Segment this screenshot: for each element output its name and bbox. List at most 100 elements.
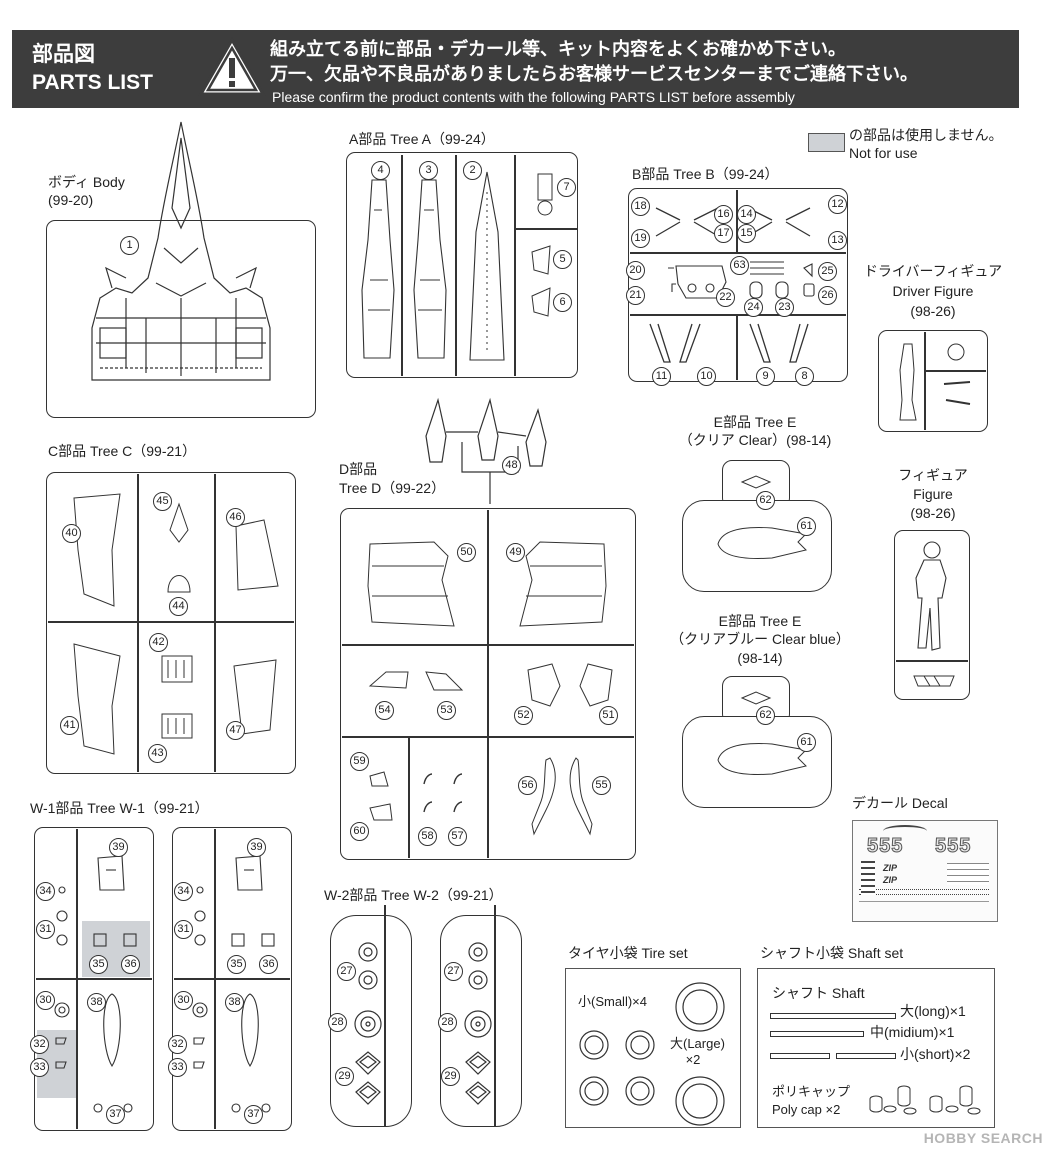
part-number: 60 [350, 822, 369, 841]
tire-large-label-1: 大(Large) [670, 1036, 725, 1051]
part-number: 58 [418, 827, 437, 846]
tree-b-struts [649, 323, 809, 363]
decal-stripe-text-2: ZIP [883, 875, 898, 885]
part-number: 62 [756, 491, 775, 510]
not-for-use-swatch [808, 133, 845, 152]
part-number: 28 [328, 1013, 347, 1032]
part-number: 17 [714, 224, 733, 243]
part-number: 35 [227, 955, 246, 974]
part-number: 48 [502, 456, 521, 475]
part-number: 21 [626, 286, 645, 305]
part-number: 46 [226, 508, 245, 527]
part-number: 36 [121, 955, 140, 974]
part-number: 50 [457, 543, 476, 562]
part-number: 34 [36, 882, 55, 901]
part-number: 29 [335, 1067, 354, 1086]
tire-large-label-2: ×2 [685, 1052, 701, 1067]
driver-figure-code: (98-26) [910, 303, 956, 319]
tree-c-part-40 [73, 493, 121, 607]
part-number: 2 [463, 161, 482, 180]
shaft-label: シャフト Shaft [772, 985, 865, 1001]
part-number: 51 [599, 706, 618, 725]
tree-a-part-3 [413, 179, 447, 359]
part-number: 41 [60, 716, 79, 735]
body-part-drawing [91, 121, 271, 381]
tree-d-parts-56-55 [531, 757, 593, 836]
part-number: 22 [716, 288, 735, 307]
part-number: 25 [818, 262, 837, 281]
tire-drawings [579, 982, 725, 1126]
part-number: 23 [775, 298, 794, 317]
tree-b-arms [655, 207, 811, 237]
tree-e-clear-canopy [717, 527, 808, 559]
tree-c-part-41 [73, 643, 121, 755]
tree-d-parts-58-57 [423, 773, 463, 813]
part-number: 31 [36, 920, 55, 939]
tree-d-part-50 [367, 541, 455, 627]
body-label: ボディ Body [48, 174, 125, 190]
part-number: 47 [226, 721, 245, 740]
tree-a-part-2 [469, 171, 505, 361]
tree-w1-right-parts [192, 855, 275, 1113]
warning-icon [198, 36, 266, 96]
part-number: 29 [441, 1067, 460, 1086]
part-number: 28 [438, 1013, 457, 1032]
tire-set-frame: 小(Small)×4 大(Large) ×2 [565, 968, 741, 1128]
polycap-label-2: Poly cap ×2 [772, 1102, 841, 1117]
part-number: 52 [514, 706, 533, 725]
part-number: 61 [797, 517, 816, 536]
warning-jp-line1: 組み立てる前に部品・デカール等、キット内容をよくお確かめ下さい。 [270, 39, 846, 59]
tree-d-part-48-wing [425, 397, 547, 504]
tree-a-part-7 [537, 173, 553, 216]
part-number: 20 [626, 261, 645, 280]
part-number: 43 [148, 744, 167, 763]
tree-e-clear-label-2: （クリア Clear）(98-14) [678, 432, 832, 448]
part-number: 27 [444, 962, 463, 981]
body-code: (99-20) [48, 192, 94, 208]
part-number: 57 [448, 827, 467, 846]
title-en: PARTS LIST [32, 71, 153, 94]
driver-figure-parts [943, 343, 971, 405]
tree-e-clear-frame [682, 500, 832, 592]
tree-e-blue-small [740, 691, 772, 705]
tree-e-blue-label-1: E部品 Tree E [718, 613, 802, 629]
tree-e-blue-label-3: (98-14) [737, 650, 783, 666]
tree-a-frame [346, 152, 578, 378]
part-number: 33 [168, 1058, 187, 1077]
part-number: 10 [697, 367, 716, 386]
part-number: 62 [756, 706, 775, 725]
part-number: 30 [36, 991, 55, 1010]
part-number: 56 [518, 776, 537, 795]
tree-d-part-49 [519, 541, 607, 627]
driver-figure-label-en: Driver Figure [892, 283, 974, 299]
figure-label-jp: フィギュア [898, 467, 968, 483]
warning-en: Please confirm the product contents with… [272, 89, 795, 105]
part-number: 14 [737, 205, 756, 224]
part-number: 53 [437, 701, 456, 720]
title-jp: 部品図 [32, 43, 95, 66]
tree-d-parts-52-51 [527, 663, 613, 707]
figure-code: (98-26) [910, 505, 956, 521]
legend-en: Not for use [849, 145, 918, 161]
shaft-short-label: 小(short)×2 [900, 1046, 971, 1062]
tree-a-part-4 [361, 179, 395, 359]
tire-set-label: タイヤ小袋 Tire set [568, 945, 688, 961]
header-banner: 部品図 PARTS LIST 組み立てる前に部品・デカール等、キット内容をよくお… [12, 30, 1019, 108]
driver-figure-label-jp: ドライバーフィギュア [863, 263, 1003, 279]
part-number: 33 [30, 1058, 49, 1077]
part-number: 45 [153, 492, 172, 511]
part-number: 1 [120, 236, 139, 255]
driver-figure-frame [878, 330, 988, 432]
part-number: 35 [89, 955, 108, 974]
polycap-drawings [869, 1085, 981, 1115]
part-number: 19 [631, 229, 650, 248]
part-number: 31 [174, 920, 193, 939]
part-number: 4 [371, 161, 390, 180]
tree-d-parts-54-53 [368, 671, 464, 691]
part-number: 37 [106, 1105, 125, 1124]
tree-d-parts-59-60 [369, 771, 393, 821]
tree-e-clear-small [740, 475, 772, 489]
decal-number-right: 555 [934, 835, 972, 858]
part-number: 54 [375, 701, 394, 720]
part-number: 59 [350, 752, 369, 771]
